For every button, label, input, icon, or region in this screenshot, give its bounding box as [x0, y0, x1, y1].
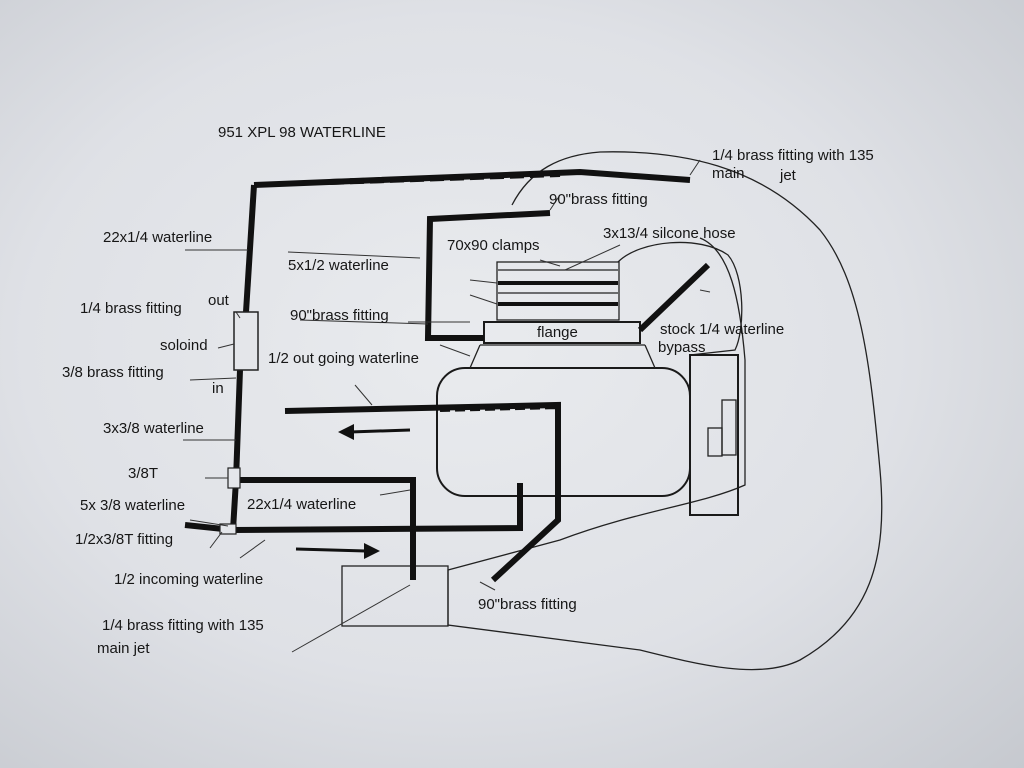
label-90-fitting-top: 90"brass fitting	[549, 191, 648, 208]
half-tee-fitting	[219, 523, 237, 535]
waterline-left-vertical	[243, 184, 257, 313]
label-top-fitting-c: jet	[779, 167, 797, 184]
label-fitting-12x38: 1/2x3/8T fitting	[75, 531, 173, 548]
engine-block	[436, 367, 691, 497]
silicone-hose	[617, 241, 743, 356]
label-flange: flange	[537, 324, 578, 341]
label-90-fitting-bottom: 90"brass fitting	[478, 596, 577, 613]
label-stock-waterline: stock 1/4 waterline	[660, 321, 784, 338]
label-waterline-22-bottom: 22x1/4 waterline	[247, 496, 356, 513]
label-fitting-38: 3/8 brass fitting	[62, 364, 164, 381]
tee-fitting	[227, 467, 241, 489]
label-incoming: 1/2 incoming waterline	[114, 571, 263, 588]
flange-base	[469, 344, 656, 369]
exhaust-tab	[707, 427, 723, 457]
label-waterline-5x38: 5x 3/8 waterline	[80, 497, 185, 514]
incoming-waterline	[184, 483, 523, 534]
arrow-incoming	[295, 543, 380, 559]
label-clamps: 70x90 clamps	[447, 237, 540, 254]
label-waterline-5x12: 5x1/2 waterline	[288, 257, 389, 274]
leader-lines	[183, 159, 711, 653]
diagram-title: 951 XPL 98 WATERLINE	[218, 124, 386, 141]
label-top-fitting-b: main	[712, 165, 745, 182]
label-silicone-hose: 3x13/4 silcone hose	[603, 225, 736, 242]
waterline-left-lower	[230, 369, 243, 531]
outgoing-dash	[439, 402, 561, 480]
label-top-fitting-a: 1/4 brass fitting with 135	[712, 147, 874, 164]
label-waterline-3x38: 3x3/8 waterline	[103, 420, 204, 437]
label-outgoing: 1/2 out going waterline	[268, 350, 419, 367]
waterline-22-top-dash	[329, 171, 561, 185]
waterline-5x12	[424, 210, 551, 341]
label-solenoid: soloind	[160, 337, 208, 354]
label-out: out	[208, 292, 230, 309]
label-waterline-22-top: 22x1/4 waterline	[103, 229, 212, 246]
hull-outline	[447, 151, 883, 671]
waterline-22-bottom	[236, 477, 416, 580]
exhaust-box	[689, 354, 739, 516]
jet-housing	[341, 565, 449, 627]
solenoid	[233, 311, 259, 371]
exhaust-inner	[721, 399, 737, 456]
label-bottom-fitting-b: main jet	[97, 640, 150, 657]
label-bypass: bypass	[658, 339, 706, 356]
stock-quarter-waterline	[637, 262, 711, 333]
arrow-outgoing	[338, 424, 411, 440]
label-in: in	[212, 380, 224, 397]
label-tee-38: 3/8T	[128, 465, 158, 482]
clamp-body	[496, 261, 620, 321]
label-fitting-14: 1/4 brass fitting	[80, 300, 182, 317]
label-bottom-fitting-a: 1/4 brass fitting with 135	[102, 617, 264, 634]
label-90-fitting-mid: 90"brass fitting	[290, 307, 389, 324]
